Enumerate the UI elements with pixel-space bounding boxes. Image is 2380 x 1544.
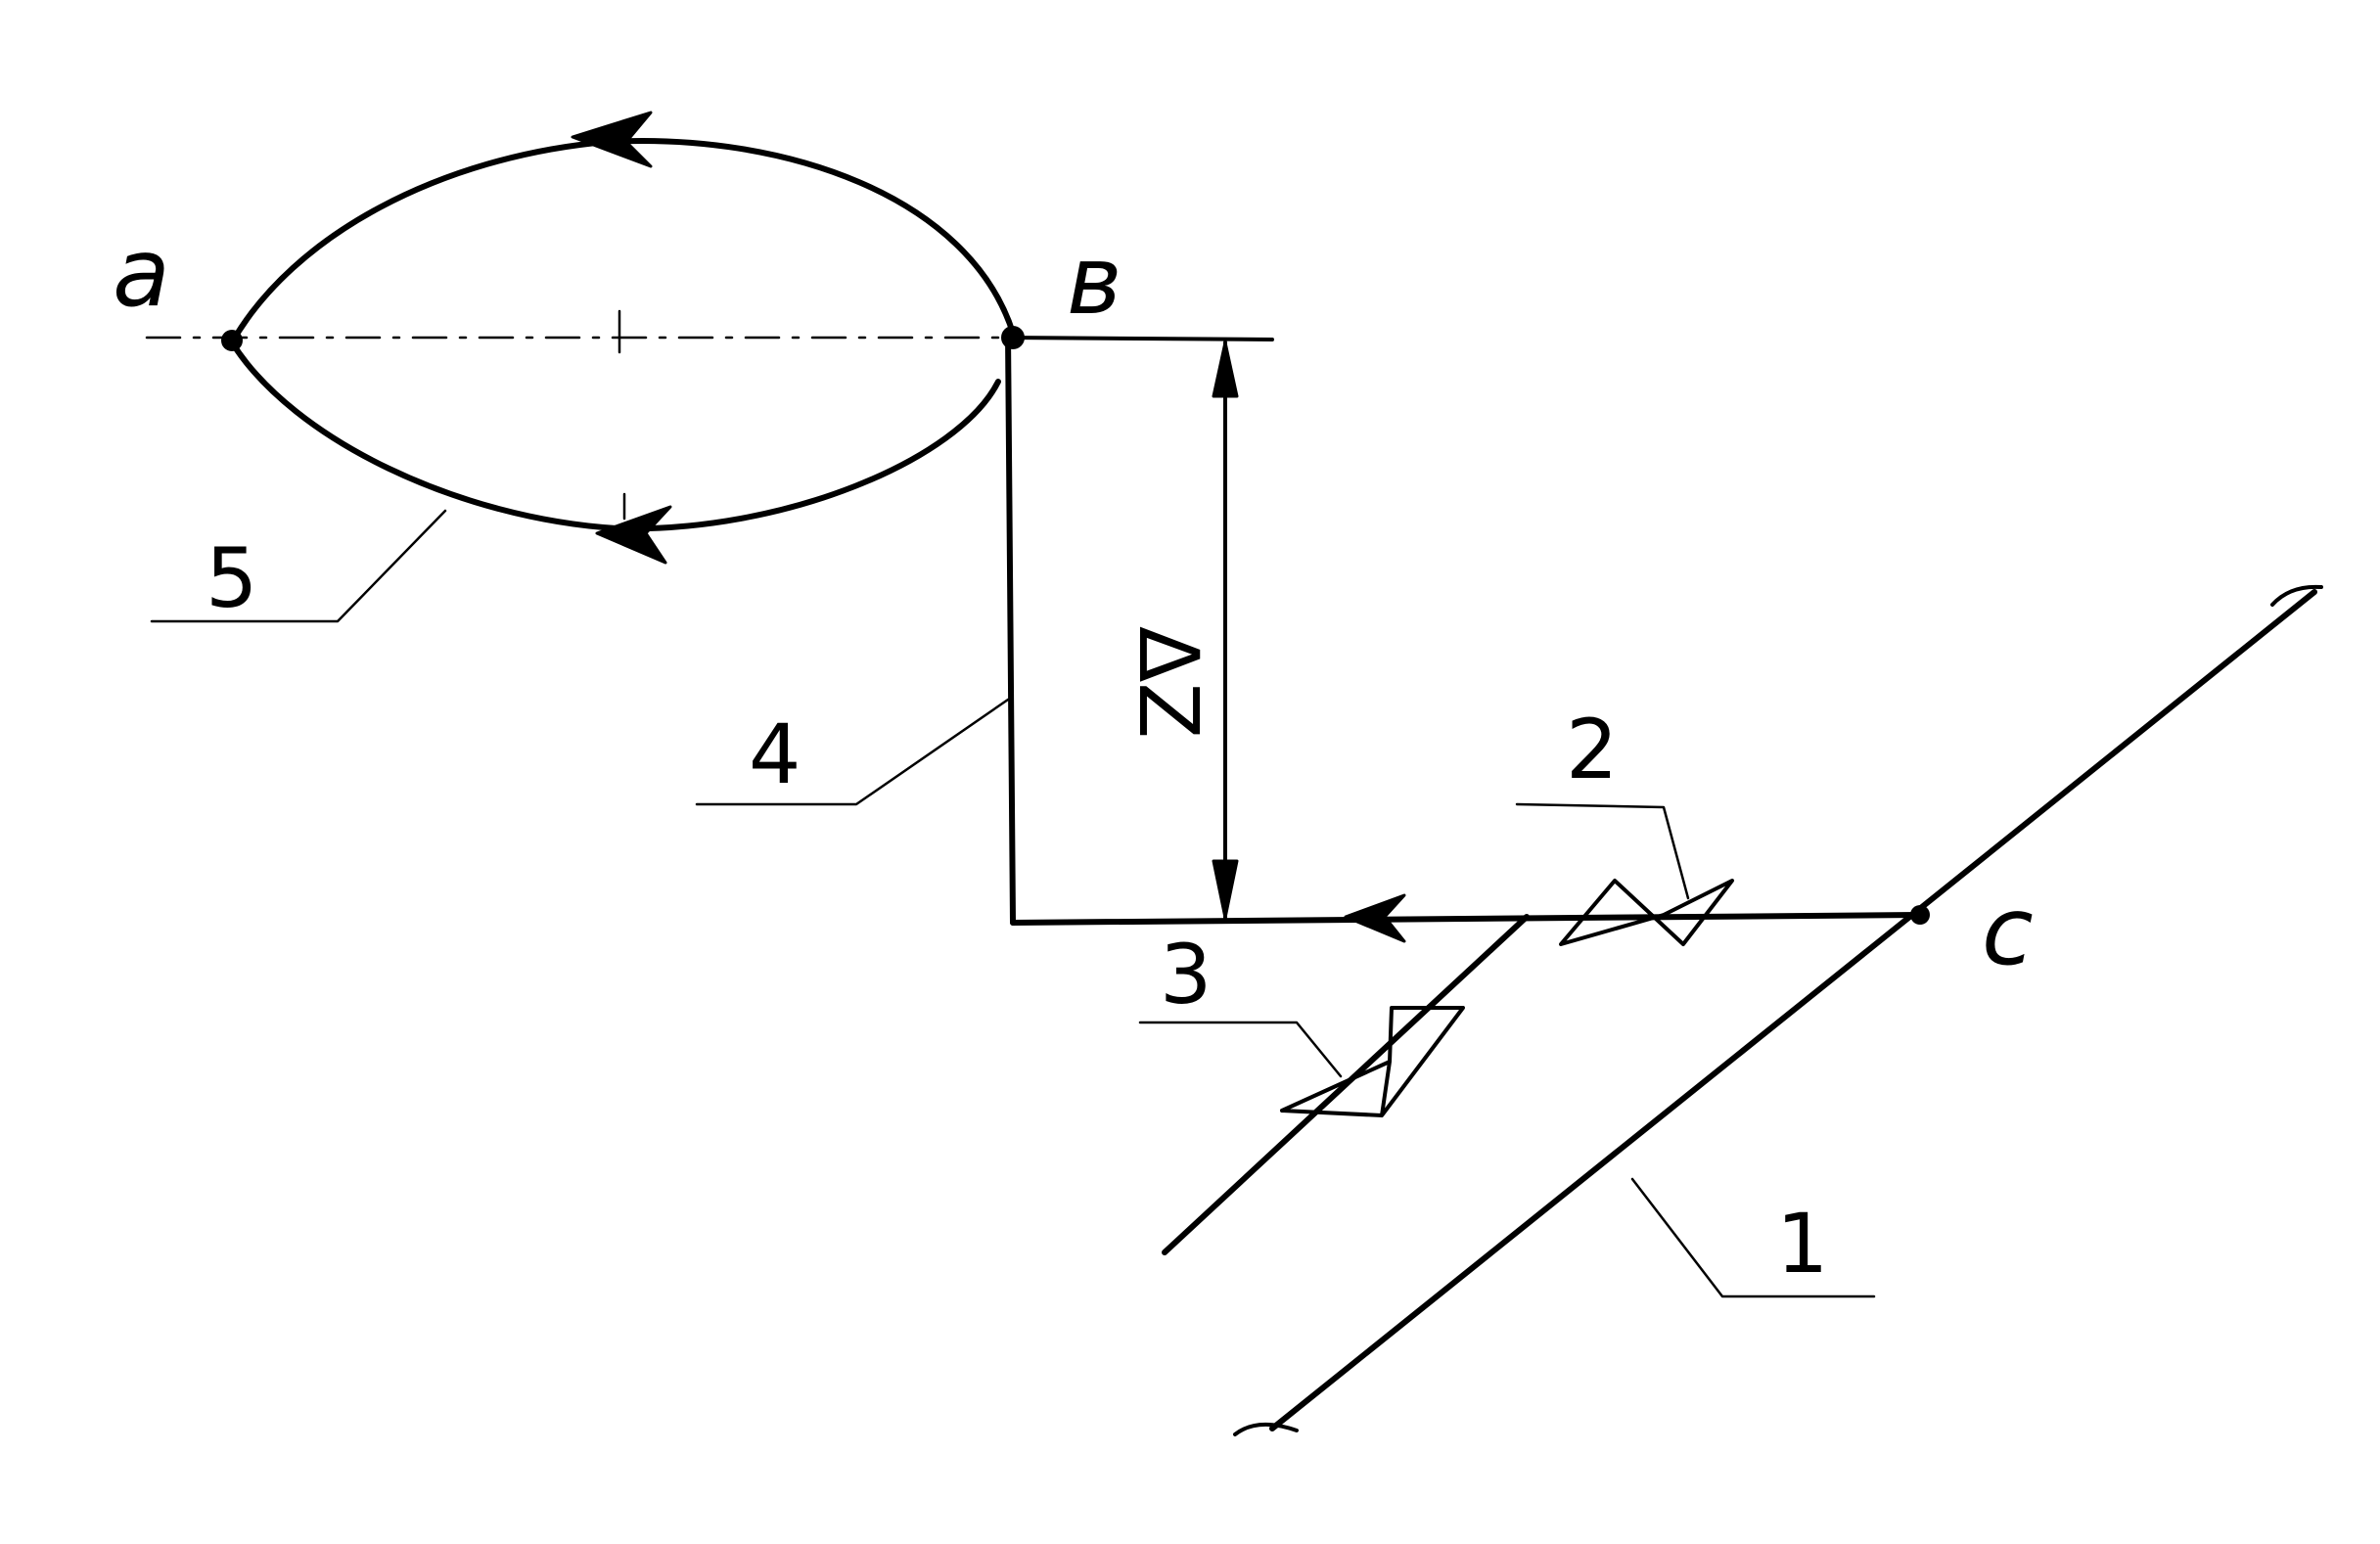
loop-upper-arc bbox=[229, 138, 1016, 345]
valve-3-symbol bbox=[1280, 1006, 1465, 1117]
callout-4-label: 4 bbox=[749, 706, 801, 802]
valve-2-symbol bbox=[1559, 879, 1734, 946]
callout-1-leader bbox=[1630, 1177, 1876, 1298]
point-label-a: a bbox=[113, 218, 170, 328]
callout-4-leader bbox=[695, 698, 1010, 806]
callout-5-leader bbox=[150, 509, 447, 623]
branch-flow-arrow-icon bbox=[1344, 893, 1406, 943]
riser-pipe-4 bbox=[1005, 330, 1016, 926]
callout-2-leader bbox=[1515, 802, 1690, 900]
node-a bbox=[221, 330, 243, 351]
node-c bbox=[1910, 905, 1930, 925]
level-line-b bbox=[1006, 336, 1274, 341]
dimension-arrow-bottom-icon bbox=[1212, 859, 1239, 920]
dimension-label: ΔZ bbox=[1121, 626, 1216, 739]
callout-1-label: 1 bbox=[1776, 1196, 1828, 1292]
main-pipe-end-bottom bbox=[1233, 1422, 1299, 1436]
point-label-b: в bbox=[1067, 226, 1122, 336]
main-pipe-end-top bbox=[2270, 584, 2323, 607]
loop-upper-flow-arrow-icon bbox=[571, 111, 653, 168]
secondary-pipe bbox=[1162, 914, 1530, 1255]
branch-pipe bbox=[1010, 912, 1921, 926]
loop-lower-flow-arrow-icon bbox=[595, 505, 672, 565]
callout-5-label: 5 bbox=[206, 530, 257, 626]
main-pipe-1 bbox=[1269, 589, 2317, 1431]
callout-2-label: 2 bbox=[1566, 702, 1618, 797]
point-label-c: c bbox=[1982, 877, 2034, 986]
callout-3-label: 3 bbox=[1160, 927, 1212, 1022]
dimension-arrow-top-icon bbox=[1212, 341, 1239, 398]
callout-3-leader bbox=[1138, 1021, 1343, 1078]
node-b bbox=[1001, 326, 1025, 349]
loop-lower-arc bbox=[229, 340, 1001, 532]
